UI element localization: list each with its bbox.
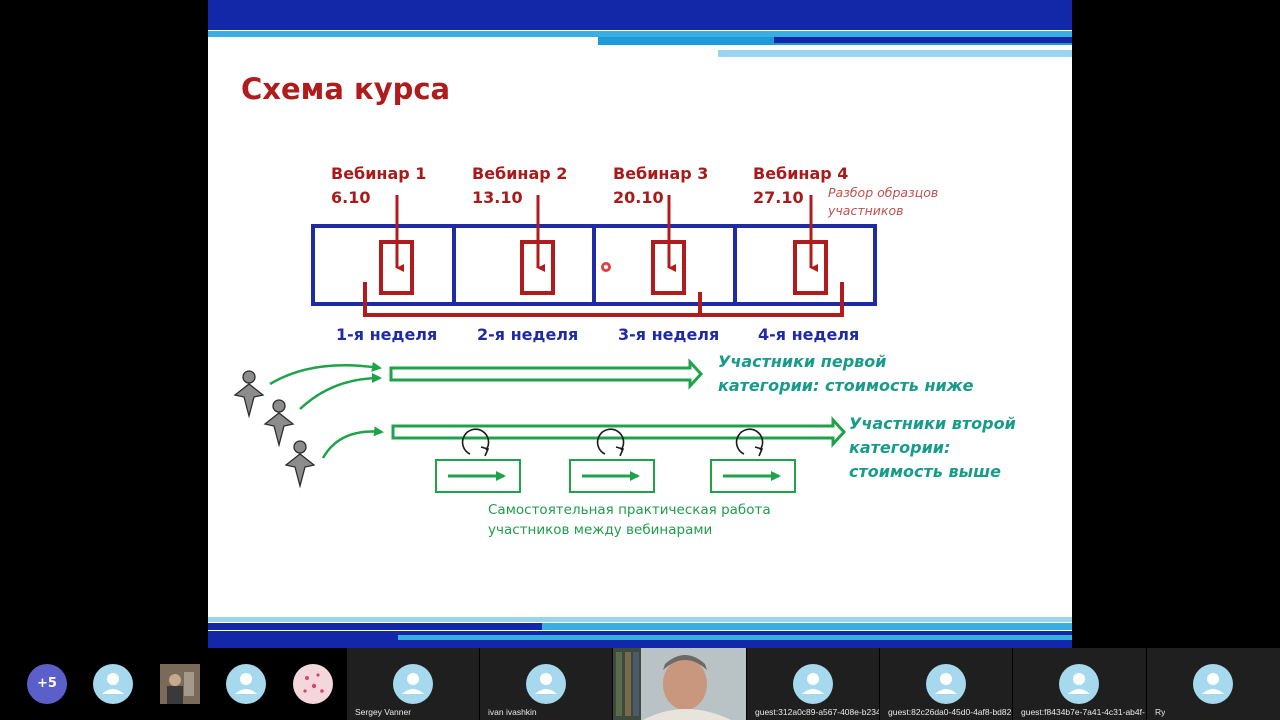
category-2-line1: Участники второй xyxy=(849,414,1016,433)
webinar-3-date: 20.10 xyxy=(613,188,664,207)
person-icon xyxy=(284,440,316,489)
participant-name: guest:82c26da0-45d0-4af8-bd82-f8... xyxy=(888,707,1012,717)
category-1-line1: Участники первой xyxy=(718,352,887,371)
person-icon xyxy=(233,370,265,419)
header-band-light xyxy=(208,31,1072,37)
user-icon xyxy=(802,673,824,694)
participant-tile[interactable]: Ry xyxy=(1147,648,1280,720)
webinar-1-date: 6.10 xyxy=(331,188,371,207)
loop-icon xyxy=(596,428,625,455)
webinar-2-name: Вебинар 2 xyxy=(472,164,568,183)
participant-name: guest:f8434b7e-7a41-4c31-ab4f-61b... xyxy=(1021,707,1145,717)
user-icon xyxy=(535,673,557,694)
loop-icon xyxy=(735,428,764,455)
webinar-4-date: 27.10 xyxy=(753,188,804,207)
pattern-icon xyxy=(303,673,324,693)
participant-name: Ry xyxy=(1155,707,1166,717)
category-1-arrow xyxy=(389,358,704,390)
user-photo-icon xyxy=(160,664,200,704)
participant-photo-avatar[interactable] xyxy=(160,664,200,704)
participant-avatar[interactable] xyxy=(226,664,266,704)
more-participants-button[interactable]: +5 xyxy=(27,664,67,704)
curved-arrow xyxy=(299,373,382,410)
participant-avatar xyxy=(926,664,966,704)
participant-tile[interactable]: guest:f8434b7e-7a41-4c31-ab4f-61b... xyxy=(1013,648,1146,720)
category-1-line2: категории: стоимость ниже xyxy=(718,376,974,395)
header-band-pale xyxy=(718,50,1072,57)
user-icon xyxy=(935,673,957,694)
participant-video-tile[interactable] xyxy=(613,648,746,720)
footer-band-highlight xyxy=(398,635,1072,640)
participant-tile[interactable]: guest:312a0c89-a567-408e-b234-5... xyxy=(747,648,879,720)
user-icon xyxy=(102,673,124,694)
webinar-3-label: Вебинар 3 20.10 xyxy=(613,162,708,210)
person-icon xyxy=(263,399,295,448)
user-icon xyxy=(402,673,424,694)
webinar-2-date: 13.10 xyxy=(472,188,523,207)
practice-note: Самостоятельная практическая работа учас… xyxy=(488,500,771,540)
header-band-dark2 xyxy=(774,37,1072,43)
course-diagram xyxy=(233,195,877,493)
participant-tile[interactable]: guest:82c26da0-45d0-4af8-bd82-f8... xyxy=(880,648,1012,720)
curved-arrow xyxy=(269,361,382,386)
footer-band-light xyxy=(542,623,1072,630)
week-3-label: 3-я неделя xyxy=(618,325,720,344)
user-icon xyxy=(1202,673,1224,694)
participant-avatar xyxy=(793,664,833,704)
webinar-4-name: Вебинар 4 xyxy=(753,164,849,183)
participant-avatar xyxy=(393,664,433,704)
webinar-2-label: Вебинар 2 13.10 xyxy=(472,162,567,210)
webinar-1-label: Вебинар 1 6.10 xyxy=(331,162,426,210)
participant-name: Sergey Vanner xyxy=(355,707,412,717)
loop-icon xyxy=(461,428,490,455)
participant-tile[interactable]: ivan ivashkin xyxy=(480,648,612,720)
webinar-3-name: Вебинар 3 xyxy=(613,164,709,183)
week-2-label: 2-я неделя xyxy=(477,325,579,344)
category-2-line2: категории: xyxy=(849,438,951,457)
participant-tile[interactable]: Sergey Vanner xyxy=(347,648,479,720)
category-2-text: Участники второй категории: стоимость вы… xyxy=(849,412,1016,484)
course-bracket xyxy=(363,282,844,317)
participant-name: ivan ivashkin xyxy=(488,707,537,717)
practice-note-line2: участников между вебинарами xyxy=(488,522,713,538)
participant-avatar xyxy=(1193,664,1233,704)
webinar-4-label: Вебинар 4 27.10 xyxy=(753,162,848,210)
participant-name: guest:312a0c89-a567-408e-b234-5... xyxy=(755,707,879,717)
webinar-4-note-line2: участников xyxy=(828,203,904,218)
presentation-slide: Схема курса Вебинар 1 6.10 Вебинар 2 13.… xyxy=(208,0,1072,648)
participant-avatar xyxy=(1059,664,1099,704)
participant-avatar xyxy=(526,664,566,704)
participant-pattern-avatar[interactable] xyxy=(293,664,333,704)
webinar-4-note-line1: Разбор образцов xyxy=(828,185,939,200)
slide-title: Схема курса xyxy=(241,72,451,106)
category-1-text: Участники первой категории: стоимость ни… xyxy=(718,350,974,398)
curved-arrow xyxy=(321,426,384,459)
week-4-label: 4-я неделя xyxy=(758,325,860,344)
user-icon xyxy=(1068,673,1090,694)
speaker-video-icon xyxy=(613,648,746,720)
header-band-dark xyxy=(208,0,1072,30)
participant-avatar[interactable] xyxy=(93,664,133,704)
footer-band-dark xyxy=(208,623,542,630)
week-1-label: 1-я неделя xyxy=(336,325,438,344)
webinar-1-name: Вебинар 1 xyxy=(331,164,427,183)
footer-band-pale xyxy=(208,617,1072,622)
category-2-line3: стоимость выше xyxy=(849,462,1001,481)
practice-note-line1: Самостоятельная практическая работа xyxy=(488,502,771,518)
webinar-4-note: Разбор образцов участников xyxy=(828,184,938,220)
user-icon xyxy=(235,673,257,694)
